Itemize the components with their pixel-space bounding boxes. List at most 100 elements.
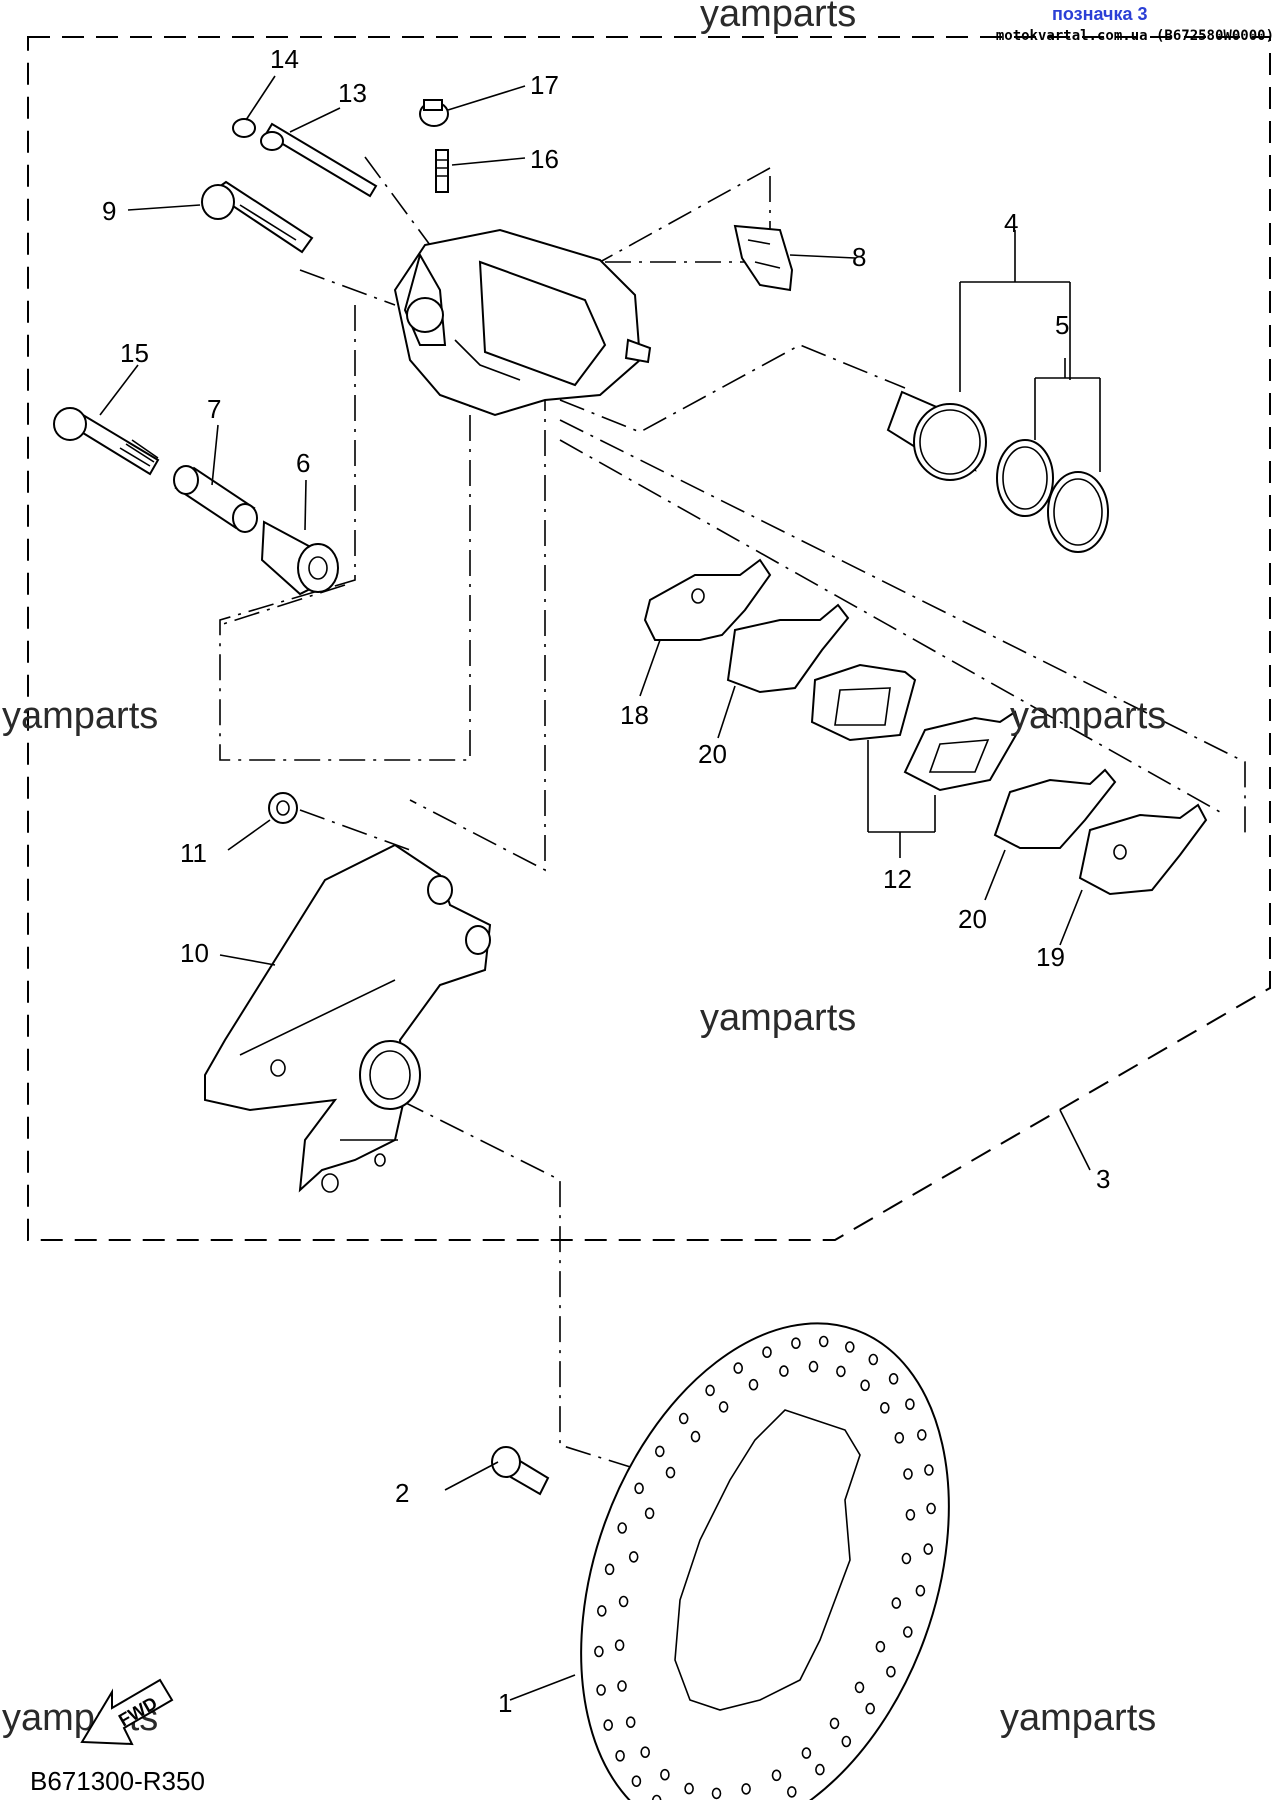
callout-18: 18: [620, 700, 649, 730]
disc-hole: [879, 1402, 890, 1414]
callout-14: 14: [270, 44, 299, 74]
leader-lines: [99, 75, 1101, 1701]
part-9-bolt[interactable]: [201, 180, 314, 254]
disc-hole: [844, 1341, 855, 1353]
disc-hole: [617, 1680, 627, 1692]
disc-hole: [923, 1543, 934, 1555]
part-6-boot[interactable]: [260, 520, 339, 596]
disc-hole: [903, 1468, 913, 1480]
watermark-center: yamparts: [700, 997, 856, 1039]
disc-hole: [711, 1787, 722, 1800]
disc-hole: [690, 1430, 701, 1443]
watermark-top: yamparts: [700, 0, 856, 35]
watermark-right: yamparts: [1010, 695, 1166, 737]
callout-17: 17: [530, 70, 559, 100]
disc-hole: [815, 1763, 825, 1776]
disc-hole: [875, 1640, 886, 1653]
part-19-shim[interactable]: [1078, 803, 1208, 896]
callout-16: 16: [530, 144, 559, 174]
disc-hole: [733, 1362, 744, 1374]
part-16-bleed-screw[interactable]: [435, 149, 449, 193]
part-18-shim[interactable]: [643, 558, 772, 641]
callout-5: 5: [1055, 310, 1069, 340]
disc-hole: [718, 1401, 729, 1413]
assembly-lines: [219, 156, 1246, 1471]
part-10-bracket[interactable]: [204, 843, 492, 1193]
part-20-shim-a[interactable]: [726, 603, 850, 694]
part-20-shim-b[interactable]: [993, 768, 1117, 849]
part-12-pad-b[interactable]: [903, 710, 1022, 792]
disc-hole: [678, 1412, 689, 1425]
watermarks: yamparts yamparts yamparts yamparts yamp…: [2, 0, 1166, 1739]
disc-hole: [894, 1432, 905, 1444]
disc-hole: [665, 1466, 676, 1479]
part-2-bolt[interactable]: [491, 1446, 550, 1496]
disc-hole: [854, 1681, 865, 1694]
disc-hole: [705, 1384, 715, 1397]
part-5-seal-a[interactable]: [996, 439, 1054, 517]
disc-hole: [628, 1551, 639, 1563]
part-15-bolt[interactable]: [53, 407, 160, 476]
disc-hole: [801, 1747, 812, 1759]
callout-10: 10: [180, 938, 209, 968]
header-link[interactable]: позначка 3: [1052, 4, 1148, 24]
disc-hole: [660, 1768, 670, 1781]
part-7-sleeve[interactable]: [173, 465, 258, 533]
disc-hole: [762, 1346, 772, 1358]
disc-hole: [860, 1379, 870, 1392]
disc-hole: [640, 1746, 651, 1758]
disc-hole: [625, 1716, 636, 1728]
disc-hole: [916, 1429, 927, 1441]
part-1-brake-disc[interactable]: [514, 1272, 1015, 1800]
disc-hole: [818, 1335, 829, 1348]
callout-11: 11: [180, 838, 207, 868]
assembly-boundary: [27, 36, 1271, 1241]
disc-hole: [748, 1378, 759, 1391]
caliper-body[interactable]: [393, 228, 652, 417]
watermark-bottom-right: yamparts: [1000, 1697, 1156, 1739]
disc-hole: [902, 1626, 913, 1638]
disc-hole: [615, 1750, 625, 1762]
disc-hole: [684, 1782, 694, 1795]
callout-19: 19: [1036, 942, 1065, 972]
callout-13: 13: [338, 78, 367, 108]
disc-hole: [596, 1684, 606, 1696]
callout-20-a: 20: [698, 739, 727, 769]
disc-hole: [915, 1584, 926, 1597]
disc-hole: [644, 1507, 655, 1520]
disc-hole: [614, 1639, 625, 1651]
part-12-pad-a[interactable]: [810, 663, 917, 742]
callout-2: 2: [395, 1478, 409, 1508]
part-5-seal-b[interactable]: [1047, 471, 1109, 553]
callout-6: 6: [296, 448, 310, 478]
disc-hole: [926, 1502, 936, 1515]
part-4-piston[interactable]: [886, 390, 987, 481]
disc-hole: [891, 1597, 902, 1609]
disc-hole: [829, 1717, 840, 1730]
disc-hole: [618, 1595, 629, 1608]
disc-hole: [654, 1445, 665, 1458]
callout-8: 8: [852, 242, 866, 272]
disc-holes: [594, 1335, 936, 1800]
disc-hole: [901, 1552, 912, 1565]
part-17-bleed-cap[interactable]: [419, 99, 449, 127]
part-13-pin[interactable]: [260, 122, 378, 198]
part-8-clip[interactable]: [733, 224, 794, 292]
part-11-boot[interactable]: [268, 792, 298, 824]
disc-hole: [741, 1783, 751, 1795]
disc-hole: [771, 1769, 782, 1782]
disc-hole: [924, 1464, 934, 1476]
disc-hole: [779, 1365, 789, 1377]
disc-hole: [841, 1735, 852, 1748]
callout-15: 15: [120, 338, 149, 368]
diagram-code: B671300-R350: [30, 1766, 205, 1796]
part-14-cap[interactable]: [232, 118, 256, 138]
disc-hole: [617, 1522, 628, 1534]
disc-hole: [631, 1775, 642, 1787]
callout-9: 9: [102, 196, 116, 226]
disc-hole: [905, 1509, 916, 1521]
callout-1: 1: [498, 1688, 512, 1718]
callout-4: 4: [1004, 208, 1018, 238]
disc-hole: [886, 1665, 896, 1678]
